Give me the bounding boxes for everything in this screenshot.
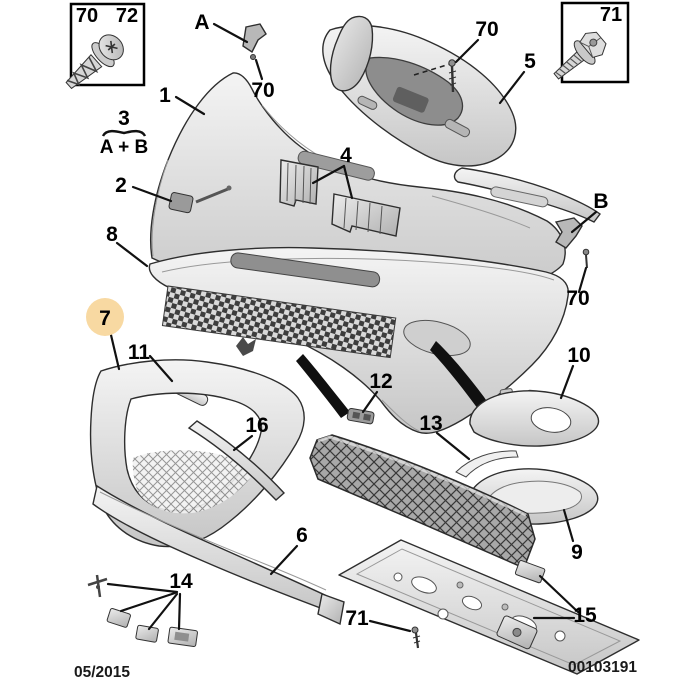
callout-71: 71 [345,607,369,630]
part-strip-13 [455,450,519,478]
screw-box-label-72: 72 [116,5,138,27]
highlight-circle [86,298,124,336]
bolt-box-label-71: 71 [600,4,622,26]
callout-4: 4 [340,144,352,167]
assembly-note-number: 3 [118,107,130,130]
hex-flange-bolt-icon [553,31,607,80]
part-support-strip-right [453,167,601,223]
callout-8: 8 [106,223,118,246]
part-trim-strip-16 [187,420,286,501]
callout-14: 14 [169,570,193,593]
part-clip-12 [346,407,375,425]
screw-70-top [413,59,457,93]
callout-15: 15 [573,604,597,627]
brand-emblem-icon [236,337,256,356]
part-clips-14 [87,574,198,647]
part-lower-grille-7 [89,359,305,548]
part-energy-absorber [309,434,546,584]
assembly-note-formula: A + B [100,137,148,158]
assembly-note-3-a-plus-b: 3 A + B [100,107,148,158]
callout-11: 11 [128,341,151,364]
swoosh-arrow-right [430,341,490,409]
callout-70-b: 70 [475,18,498,41]
part-upper-support-panel-5 [322,15,517,167]
part-bumper-upper-1 [150,72,566,305]
callout-13: 13 [419,412,442,435]
callout-6: 6 [296,524,308,547]
callout-a: A [194,11,209,34]
callout-b: B [593,190,608,213]
footer-document-number: 00103191 [568,659,637,676]
callout-12: 12 [369,370,392,393]
callout-7-highlighted: 7 [99,307,111,330]
part-brackets-4 [279,159,401,237]
callout-1: 1 [159,84,171,107]
part-bracket-a [242,23,267,60]
swoosh-arrow-left [296,354,350,418]
callout-10: 10 [567,344,590,367]
leader-lines [106,22,598,633]
footer-date: 05/2015 [74,664,130,681]
screw-box-label-70: 70 [76,5,98,27]
part-bracket-15 [496,615,538,650]
part-bracket-b [554,217,590,269]
screw-71-bottom [411,626,421,649]
fastener-box-71: 71 [553,1,630,84]
callout-5: 5 [524,50,536,73]
fastener-box-70-72: 70 72 [65,2,146,90]
callout-9: 9 [571,541,583,564]
part-lower-lip-6 [92,484,345,626]
part-fog-bezel-10 [469,388,600,447]
over-brace-icon [101,129,147,137]
callout-70-a: 70 [251,79,274,102]
callout-2: 2 [115,174,127,197]
callout-16: 16 [245,414,268,437]
pan-head-screw-icon [65,34,124,90]
callout-70-c: 70 [566,287,589,310]
